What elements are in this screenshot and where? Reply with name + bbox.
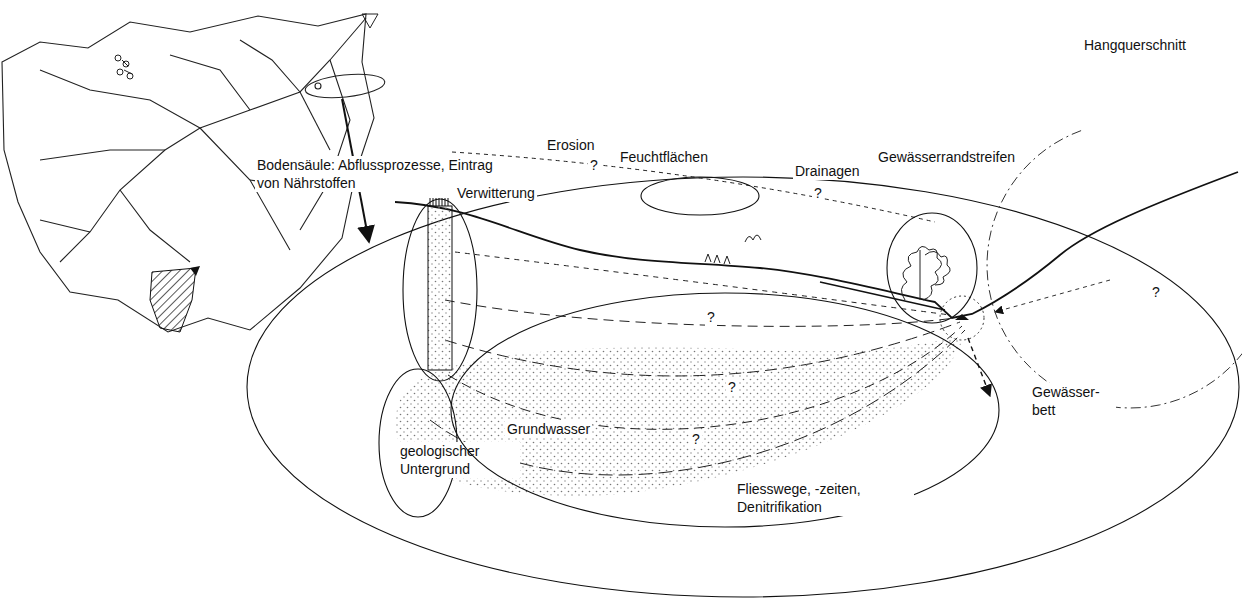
flow-paths — [430, 152, 965, 475]
region-outline — [451, 293, 999, 527]
region-ellipse: GrundwasserFliesswege, -zeiten, Denitrif… — [450, 292, 1000, 528]
region-outline — [641, 177, 759, 215]
soil-column — [428, 206, 452, 370]
wetland-symbol — [705, 235, 761, 264]
region-label: geologischer Untergrund — [398, 442, 520, 478]
question-mark: ? — [588, 156, 600, 174]
gauge-marker — [190, 266, 200, 276]
region-ellipse: Gewässerrandstreifen — [886, 212, 978, 324]
question-mark: ? — [812, 184, 824, 202]
grass-stroke — [448, 198, 449, 206]
region-outline — [985, 120, 1237, 410]
question-mark: ? — [726, 378, 738, 396]
question-mark: ? — [690, 430, 702, 448]
region-label: Gewässerrandstreifen — [876, 148, 1017, 166]
question-mark: ? — [1150, 283, 1162, 301]
region-label: Grundwasser — [505, 420, 592, 438]
cross-section-outline — [987, 131, 1242, 408]
riparian-vegetation — [901, 246, 941, 300]
question-mark: ? — [705, 308, 717, 326]
region-outline — [403, 199, 477, 381]
region-label: Hangquerschnitt — [1082, 36, 1188, 54]
region-ellipse: geologischer Untergrund — [378, 368, 458, 518]
zoom-ellipse — [247, 177, 1239, 597]
region-outline — [886, 212, 978, 324]
stream-bed-circle — [940, 296, 984, 340]
grass-stroke — [433, 198, 434, 206]
terrain-surface — [395, 172, 1238, 318]
region-label: Fliesswege, -zeiten, Denitrifikation — [735, 480, 914, 516]
stream-bed-arrow — [968, 338, 990, 396]
outlet-marker — [362, 14, 378, 28]
tree-symbol — [115, 55, 133, 79]
riparian-vegetation — [925, 251, 950, 285]
hatched-subcatchment — [150, 268, 196, 332]
region-ellipse: Feuchtflächen — [640, 176, 760, 216]
process-label: Erosion — [545, 136, 596, 154]
drainage-pipe — [820, 282, 945, 310]
region-ellipse: Bodensäule: Abflussprozesse, Eintrag von… — [402, 198, 478, 382]
region-outline — [450, 292, 1000, 528]
process-label: Verwitterung — [455, 184, 537, 202]
stream-symbol — [955, 314, 969, 320]
region-outline — [402, 198, 478, 382]
process-label: Drainagen — [793, 162, 862, 180]
region-ellipse: Hangquerschnitt — [985, 120, 1237, 410]
groundwater-area — [395, 338, 962, 496]
hillslope-flow — [995, 280, 1110, 312]
region-label: Feuchtflächen — [618, 148, 710, 166]
region-outline — [640, 176, 760, 216]
region-outline — [887, 213, 977, 323]
process-label: Gewässer- bett — [1030, 383, 1116, 419]
